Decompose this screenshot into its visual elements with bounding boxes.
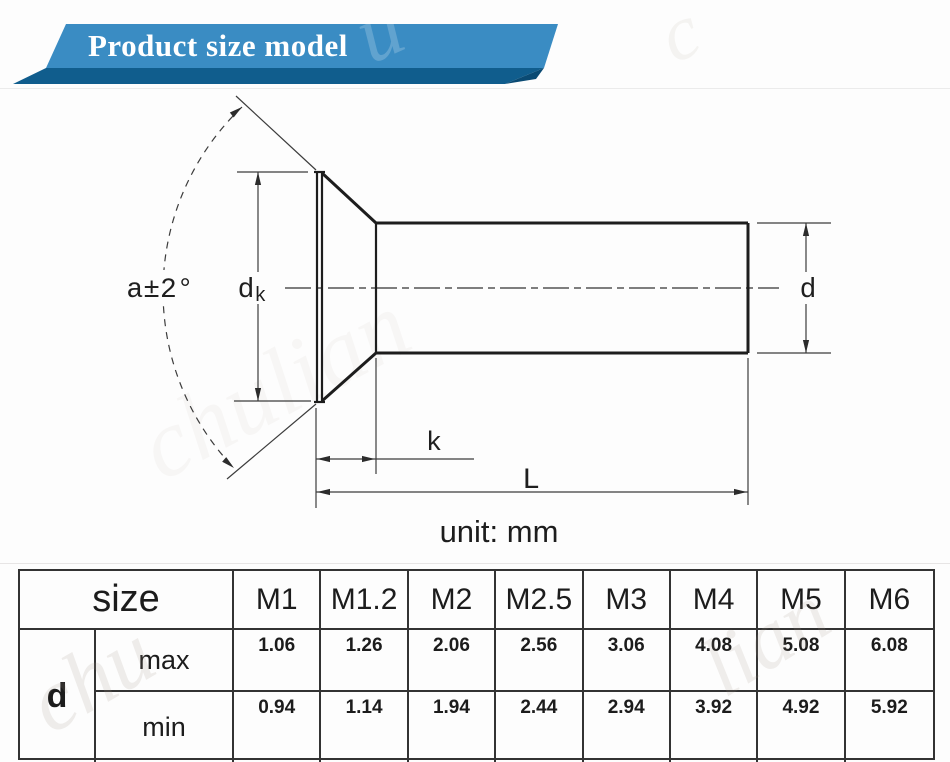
cone-edge-upper (320, 171, 378, 225)
rivet-outline (314, 170, 750, 404)
table-col-header: M4 (670, 571, 759, 630)
banner-ribbon-light (46, 24, 558, 68)
d-label-bg (793, 272, 821, 304)
table-cell: 5.92 (870, 697, 908, 718)
table-col-header: M1.2 (321, 571, 409, 630)
dk-label-bg (236, 272, 274, 304)
table-col-header: M3 (583, 571, 671, 630)
d-arrow-bottom (802, 340, 810, 353)
L-arrow-right (734, 488, 747, 496)
table-cell: 4.08 (670, 630, 759, 692)
table-row-label-max: max (96, 630, 234, 692)
arc-arrow-top (229, 107, 242, 118)
table-cell: 3.06 (583, 630, 671, 692)
dk-label: dk (238, 275, 267, 308)
d-arrow-top (802, 223, 810, 236)
table-col-header: M6 (845, 571, 933, 630)
dk-label-subscript: k (254, 285, 266, 308)
rivet-technical-drawing: a±2° dk d k L (115, 95, 831, 508)
page-title: Product size model (88, 28, 348, 63)
table-col-header: M5 (758, 571, 846, 630)
d-label: d (800, 275, 817, 306)
k-arrow-left (317, 455, 330, 463)
section-divider-top (0, 88, 950, 89)
angle-leg-upper (235, 95, 317, 171)
banner-ribbon-dark-strip (13, 68, 544, 84)
table-cell: 2.44 (496, 692, 584, 762)
table-cell: 1.06 (234, 630, 322, 692)
table-row-label-min: min (96, 692, 234, 762)
dimension-labels: a±2° dk d k L (126, 275, 816, 498)
banner-ribbon-fold (505, 68, 544, 84)
table-cell: 2.56 (496, 630, 584, 692)
table-size-header: size (20, 571, 234, 630)
table-cell: 6.08 (845, 630, 933, 692)
L-arrow-left (317, 488, 330, 496)
k-label: k (426, 429, 442, 459)
cone-edge-lower (321, 351, 377, 403)
table-cell: 5.08 (758, 630, 846, 692)
angle-leg-lower (226, 403, 317, 480)
L-label: L (522, 464, 540, 498)
table-cell: 1.94 (409, 692, 497, 762)
unit-note: unit: mm (439, 514, 559, 549)
table-group-label-d: d (20, 630, 96, 762)
angle-label: a±2° (126, 275, 193, 306)
table-col-header: M2 (408, 571, 497, 630)
table-cell: 3.92 (671, 692, 759, 762)
table-cell: 2.94 (584, 692, 671, 762)
table-cell: 1.26 (321, 630, 409, 692)
table-cell: 0.94 (234, 692, 322, 762)
header-banner: Product size model u c (0, 0, 950, 92)
arc-arrow-bottom (222, 457, 234, 468)
dk-arrow-bottom (254, 388, 262, 401)
k-arrow-right (362, 455, 375, 463)
dk-label-main: d (238, 275, 255, 306)
table-cell: 1.14 (321, 692, 409, 762)
table-col-header: M1 (234, 571, 322, 630)
dimension-arrows (222, 107, 810, 496)
table-col-header: M2.5 (496, 571, 584, 630)
section-divider-bottom (0, 563, 950, 564)
banner-ribbon-graphic (13, 24, 558, 84)
dk-arrow-top (254, 172, 262, 185)
size-table: size M1 M1.2 M2 M2.5 M3 M4 M5 M6 d max 1… (18, 569, 935, 762)
table-cell: 4.92 (758, 692, 846, 762)
table-cell: 2.06 (408, 630, 497, 692)
angle-label-bg (115, 270, 207, 304)
label-backplates (115, 270, 821, 304)
